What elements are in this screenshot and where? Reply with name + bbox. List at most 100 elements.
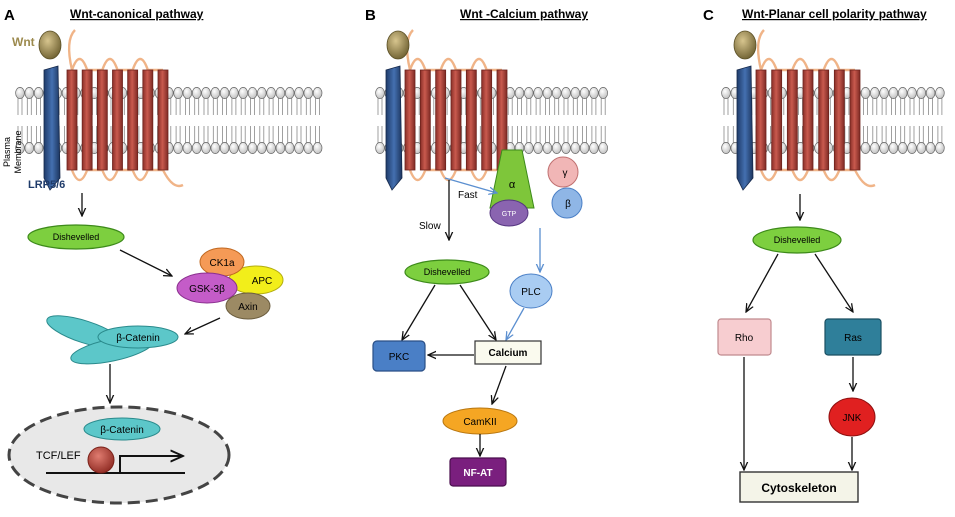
lipid-head <box>935 87 945 99</box>
lipid-head <box>542 87 553 99</box>
receptor-n-terminus <box>756 29 765 71</box>
lipid-head <box>579 142 590 154</box>
beta-catenin-node <box>97 325 179 349</box>
receptor-helix <box>435 69 447 171</box>
lipid-head <box>870 87 880 99</box>
calcium-node <box>474 340 542 365</box>
lipid-head <box>182 142 193 154</box>
lipid-head <box>561 87 571 99</box>
receptor-intracellular-loops <box>70 168 184 188</box>
receptor-helix <box>465 69 477 171</box>
lrp-coreceptor <box>43 65 61 191</box>
lipid-head <box>284 142 295 154</box>
arrow-dishevelled-to-pkc <box>402 284 436 340</box>
receptor-helix <box>142 69 154 171</box>
dishevelled-node-c <box>752 226 842 254</box>
plasma-membrane-a <box>15 29 323 191</box>
lipid-head <box>907 87 917 99</box>
lipid-head <box>879 87 889 99</box>
g-gamma-subunit <box>547 156 579 188</box>
lipid-head <box>257 142 267 154</box>
lipid-head <box>524 87 534 99</box>
panel-b-title: Wnt -Calcium pathway <box>460 7 588 21</box>
svg-text:PLC: PLC <box>521 287 540 298</box>
lipid-head <box>266 87 276 99</box>
lipid-head <box>257 87 267 99</box>
svg-text:Calcium: Calcium <box>489 348 528 359</box>
svg-text:APC: APC <box>252 276 273 287</box>
lipid-head <box>24 142 35 154</box>
svg-text:γ: γ <box>563 168 568 179</box>
receptor-helix <box>66 69 78 171</box>
lipid-head <box>533 142 543 154</box>
receptor-helix <box>96 69 108 171</box>
plasma-membrane-label: Plasma Membrane <box>2 130 23 173</box>
plc-node <box>509 273 553 309</box>
lipid-head <box>916 142 927 154</box>
lipid-head <box>375 87 385 99</box>
receptor-extracellular-loops <box>70 57 163 72</box>
receptor-extracellular-loops <box>759 57 855 72</box>
lipid-head <box>173 87 183 99</box>
lipid-head <box>210 142 221 154</box>
receptor-helix <box>849 69 861 171</box>
lipid-head <box>247 87 258 99</box>
lipid-head <box>238 142 248 154</box>
lipid-head <box>201 87 211 99</box>
receptor-helix <box>481 69 493 171</box>
receptor-helix <box>419 69 431 171</box>
panel-c-title: Wnt-Planar cell polarity pathway <box>742 7 927 21</box>
lipid-head <box>229 87 239 99</box>
svg-text:GTP: GTP <box>502 211 517 218</box>
svg-text:NF-AT: NF-AT <box>463 468 492 479</box>
lipid-head <box>312 142 323 154</box>
svg-text:Cytoskeleton: Cytoskeleton <box>761 481 836 495</box>
lrp-coreceptor <box>736 65 754 191</box>
lipid-head <box>879 142 889 154</box>
lipid-head <box>598 142 608 154</box>
lipid-head <box>514 87 525 99</box>
svg-text:CK1a: CK1a <box>209 258 234 269</box>
lipid-head <box>860 87 871 99</box>
ras-node <box>824 318 882 356</box>
lipid-head <box>570 142 581 154</box>
lipid-head <box>916 87 927 99</box>
lipid-head <box>561 142 571 154</box>
receptor-helix <box>771 69 783 171</box>
svg-text:Rho: Rho <box>735 333 754 344</box>
lipid-head <box>247 142 258 154</box>
fast-arrow <box>444 177 497 193</box>
jnk-node <box>828 397 876 437</box>
receptor-helix <box>157 69 169 171</box>
lipid-head <box>303 142 314 154</box>
receptor-helix <box>802 69 814 171</box>
arrow-dishevelled-to-calcium <box>459 284 496 340</box>
cytoskeleton-node <box>739 471 859 503</box>
receptor-helix <box>818 69 830 171</box>
plasma-membrane-c <box>721 29 945 191</box>
lipid-head <box>173 142 183 154</box>
slow-label: Slow <box>419 221 441 232</box>
lipid-head <box>589 87 599 99</box>
lipid-head <box>201 142 211 154</box>
axin-node <box>225 292 271 320</box>
lipid-head <box>579 87 590 99</box>
lipid-head <box>191 87 202 99</box>
lipid-head <box>275 142 286 154</box>
receptor-helix <box>833 69 845 171</box>
svg-text:Dishevelled: Dishevelled <box>774 235 821 245</box>
lipid-head <box>284 87 295 99</box>
lipid-head <box>551 87 562 99</box>
gsk3b-node <box>176 272 238 304</box>
lipid-head <box>542 142 553 154</box>
svg-text:β-Catenin: β-Catenin <box>100 425 144 436</box>
receptor-helix <box>786 69 798 171</box>
lipid-head <box>524 142 534 154</box>
nfat-node <box>449 457 507 487</box>
lipid-head <box>935 142 945 154</box>
lipid-head <box>375 142 385 154</box>
svg-text:Membrane: Membrane <box>13 130 23 173</box>
svg-text:β-Catenin: β-Catenin <box>116 333 160 344</box>
lipid-head <box>24 87 35 99</box>
